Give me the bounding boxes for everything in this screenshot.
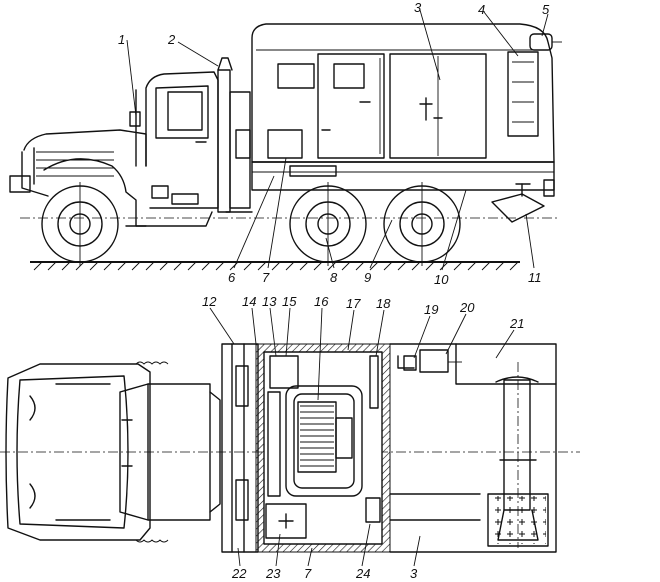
callout-12: 12	[202, 294, 217, 309]
callout-22: 22	[231, 566, 247, 581]
callout-13: 13	[262, 294, 277, 309]
callout-20: 20	[459, 300, 475, 315]
callout-10: 10	[434, 272, 449, 287]
callout-2: 2	[167, 32, 176, 47]
callout-11: 11	[528, 270, 542, 285]
side-view	[9, 23, 562, 271]
callout-21: 21	[509, 316, 524, 331]
plan-view	[0, 343, 580, 553]
callout-3: 3	[414, 0, 422, 15]
chassis-frame	[251, 161, 555, 223]
callout-1: 1	[118, 32, 125, 47]
callout-23: 23	[265, 566, 281, 581]
callout-17: 17	[346, 296, 361, 311]
rear-deck	[389, 343, 557, 553]
ground-line	[30, 261, 520, 271]
callout-15: 15	[282, 294, 297, 309]
insulated-compartment	[255, 343, 391, 553]
rear-wheel-1	[289, 182, 367, 266]
cab-plan	[5, 361, 221, 543]
partition-strip	[221, 343, 259, 553]
engine-hood	[9, 129, 213, 227]
callout-14: 14	[242, 294, 256, 309]
callout-9: 9	[364, 270, 371, 285]
front-wheel	[41, 182, 119, 266]
callout-3-plan: 3	[410, 566, 418, 581]
callout-5: 5	[542, 2, 550, 17]
leader-lines	[126, 9, 549, 567]
rear-wheel-2	[383, 182, 461, 266]
callout-19: 19	[424, 302, 438, 317]
callout-4: 4	[478, 2, 485, 17]
callout-18: 18	[376, 296, 391, 311]
callout-6: 6	[228, 270, 236, 285]
callout-labels: 1 2 3 4 5 6 7 8 9 10 11 12 14 13 15 16 1…	[118, 0, 550, 581]
callout-7-plan: 7	[304, 566, 312, 581]
callout-7: 7	[262, 270, 270, 285]
van-body	[251, 23, 562, 163]
callout-16: 16	[314, 294, 329, 309]
callout-8: 8	[330, 270, 338, 285]
callout-24: 24	[355, 566, 370, 581]
cab	[129, 57, 253, 213]
